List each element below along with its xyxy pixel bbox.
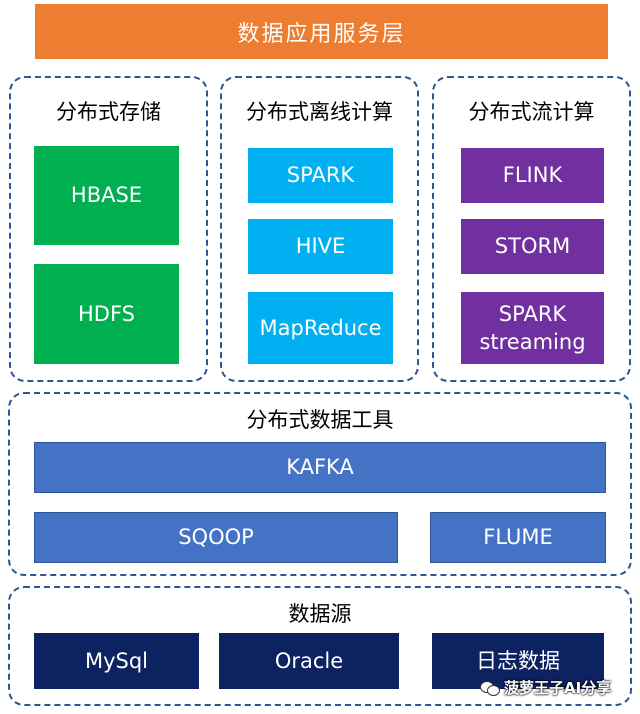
node-hdfs: HDFS <box>34 264 179 364</box>
node-hbase: HBASE <box>34 146 179 245</box>
node-spark: SPARK <box>248 148 393 203</box>
node-flume: FLUME <box>430 512 606 563</box>
group-title-storage: 分布式存储 <box>56 100 161 124</box>
group-title-sources: 数据源 <box>288 602 352 626</box>
node-mysql: MySql <box>34 633 199 689</box>
node-log-data: 日志数据 <box>432 633 604 689</box>
node-spark-streaming: SPARK streaming <box>461 292 604 364</box>
group-title-stream: 分布式流计算 <box>468 100 595 124</box>
wechat-icon <box>480 679 500 696</box>
node-mapreduce: MapReduce <box>248 292 393 364</box>
watermark-text: 菠萝王子AI分享 <box>504 678 612 697</box>
data-application-service-layer: 数据应用服务层 <box>35 4 608 59</box>
node-oracle: Oracle <box>219 633 399 689</box>
group-title-offline: 分布式离线计算 <box>246 100 393 124</box>
watermark: 菠萝王子AI分享 <box>480 676 611 698</box>
node-storm: STORM <box>461 219 604 274</box>
node-flink: FLINK <box>461 148 604 203</box>
node-sqoop: SQOOP <box>34 512 398 563</box>
node-kafka: KAFKA <box>34 442 606 493</box>
node-hive: HIVE <box>248 219 393 274</box>
group-title-tools: 分布式数据工具 <box>246 408 394 432</box>
